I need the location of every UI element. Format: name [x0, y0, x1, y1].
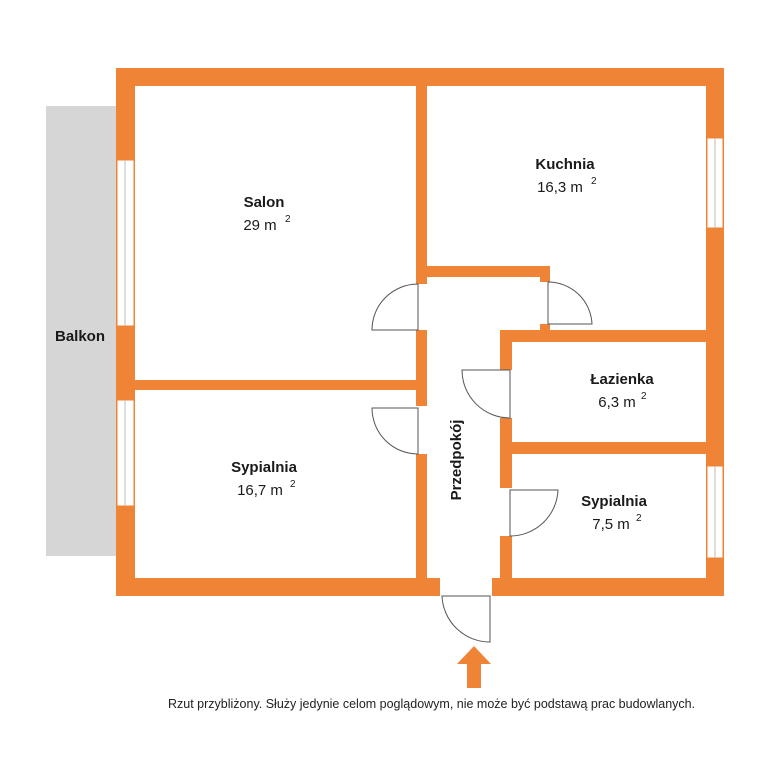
interior-walls	[132, 84, 710, 582]
room-area-sup-kuchnia: 2	[591, 176, 597, 187]
doors	[371, 281, 593, 643]
room-area-sup-lazienka: 2	[641, 391, 647, 402]
room-name-balkon: Balkon	[55, 328, 105, 345]
room-name-przedpokoj: Przedpokój	[448, 420, 465, 501]
room-area-sypialnia-large: 16,7 m	[237, 482, 283, 499]
room-area-sup-sypialnia-small: 2	[636, 513, 642, 524]
room-name-salon: Salon	[244, 194, 285, 211]
room-name-lazienka: Łazienka	[590, 371, 654, 388]
windows	[116, 137, 724, 559]
room-name-sypialnia-large: Sypialnia	[231, 459, 298, 476]
room-area-sup-salon: 2	[285, 214, 291, 225]
room-area-sup-sypialnia-large: 2	[290, 479, 296, 490]
disclaimer-footnote: Rzut przybliżony. Służy jedynie celom po…	[168, 697, 696, 711]
room-area-sypialnia-small: 7,5 m	[592, 516, 630, 533]
room-area-salon: 29 m	[243, 217, 276, 234]
room-name-sypialnia-small: Sypialnia	[581, 493, 648, 510]
room-area-kuchnia: 16,3 m	[537, 179, 583, 196]
room-name-kuchnia: Kuchnia	[535, 156, 595, 173]
balcony-area	[46, 106, 118, 556]
arrow-up-icon	[457, 646, 491, 688]
room-area-lazienka: 6,3 m	[598, 394, 636, 411]
